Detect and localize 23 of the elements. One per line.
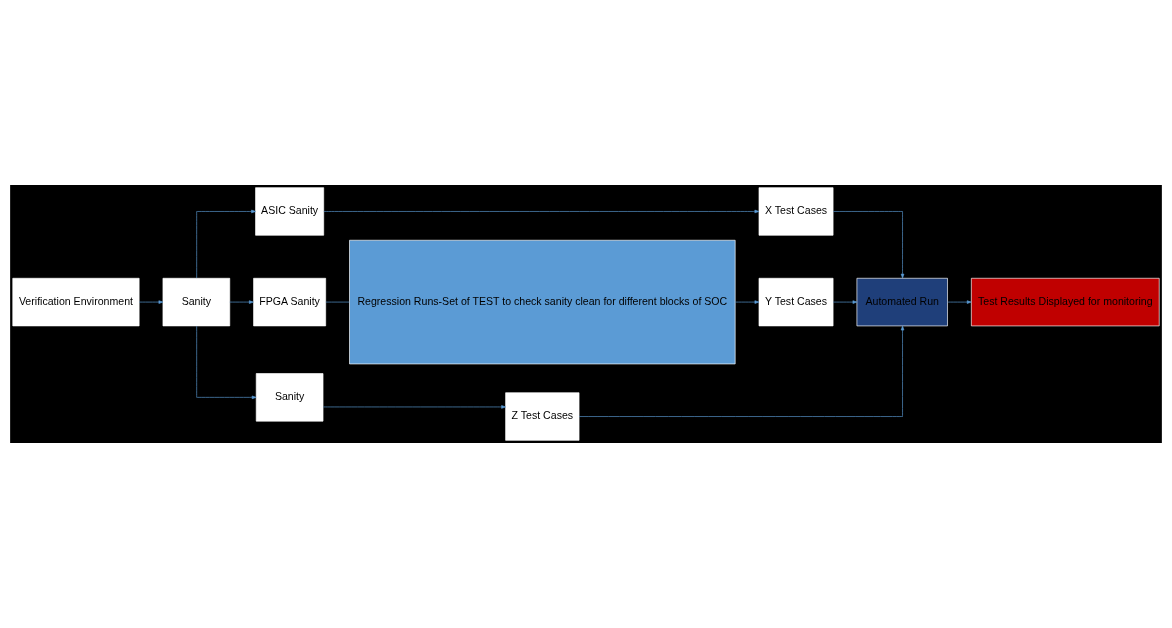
arrow bbox=[578, 325, 905, 417]
arrow bbox=[947, 300, 972, 304]
node-box: Sanity bbox=[255, 373, 324, 422]
arrow bbox=[138, 300, 164, 304]
node-box: Test Results Displayed for monitoring bbox=[971, 277, 1160, 327]
arrow bbox=[196, 325, 257, 400]
node-box: X Test Cases bbox=[758, 187, 834, 236]
arrow bbox=[229, 300, 254, 304]
node-box: Z Test Cases bbox=[505, 392, 580, 441]
connector bbox=[325, 301, 350, 303]
node-box: Sanity bbox=[162, 277, 231, 327]
node-box: FPGA Sanity bbox=[253, 277, 326, 327]
arrow bbox=[832, 211, 905, 279]
node-box: Verification Environment bbox=[12, 277, 140, 327]
arrow bbox=[322, 405, 506, 409]
arrow bbox=[196, 209, 256, 279]
arrow bbox=[734, 300, 760, 304]
node-box: Regression Runs-Set of TEST to check sanity clean for different blocks of SOC bbox=[349, 239, 736, 365]
arrow bbox=[323, 209, 760, 214]
arrow bbox=[832, 300, 858, 304]
node-box: Y Test Cases bbox=[758, 277, 834, 327]
node-box: Automated Run bbox=[856, 277, 948, 327]
node-box: ASIC Sanity bbox=[255, 187, 325, 236]
